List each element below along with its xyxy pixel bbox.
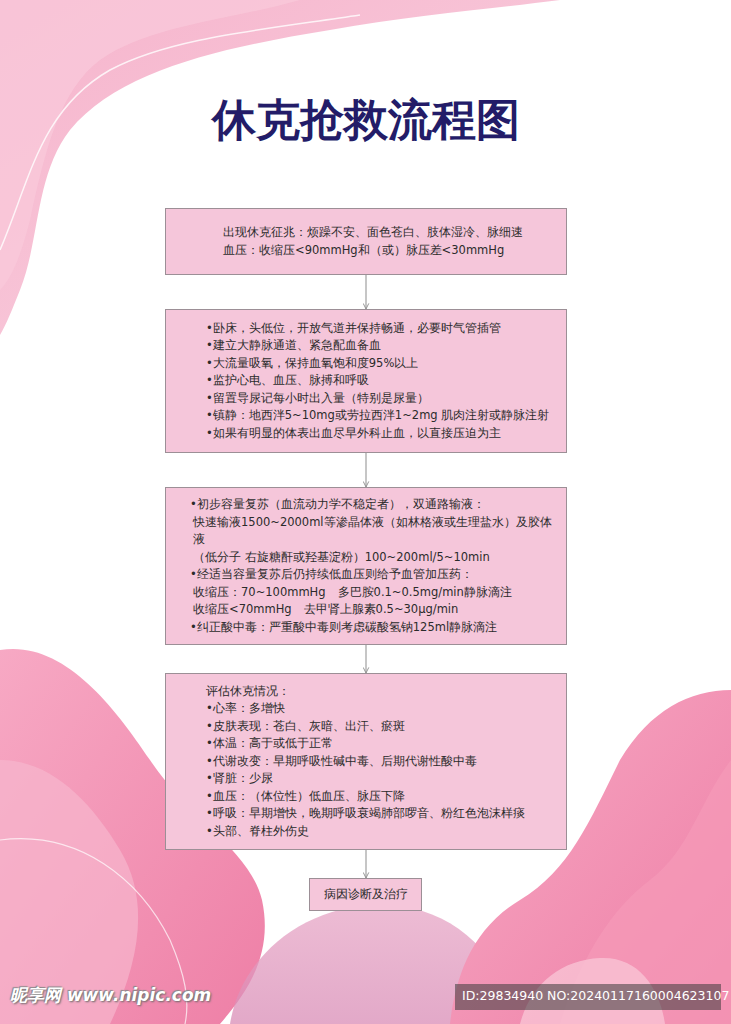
bottom-left-light [0, 760, 138, 1024]
box-text: •如果有明显的体表出血尽早外科止血，以直接压迫为主 [206, 425, 558, 443]
box-text: •纠正酸中毒：严重酸中毒则考虑碳酸氢钠125ml静脉滴注 [190, 619, 560, 637]
box-text: 评估休克情况： [206, 683, 558, 701]
flow-arrow [366, 645, 367, 673]
box-text: 收缩压：70~100mmHg 多巴胺0.1~0.5mg/min静脉滴注 [190, 584, 560, 602]
watermark: 昵享网 www.nipic.com [10, 984, 211, 1007]
process-box: 评估休克情况：•心率：多增快•皮肤表现：苍白、灰暗、出汗、瘀斑•体温：高于或低于… [165, 673, 567, 850]
box-text: •肾脏：少尿 [206, 770, 558, 788]
box-text: （低分子 右旋糖酐或羟基淀粉）100~200ml/5~10min [190, 549, 560, 567]
box-text: •大流量吸氧，保持血氧饱和度95%以上 [206, 355, 558, 373]
box-text: •代谢改变：早期呼吸性碱中毒、后期代谢性酸中毒 [206, 753, 558, 771]
box-text: •初步容量复苏（血流动力学不稳定者），双通路输液： [190, 496, 560, 514]
box-text: •经适当容量复苏后仍持续低血压则给予血管加压药： [190, 566, 560, 584]
box-text: 快速输液1500~2000ml等渗晶体液（如林格液或生理盐水）及胶体液 [190, 514, 560, 549]
watermark: ID:29834940 NO:20240117160004623107 [462, 988, 729, 1003]
process-box: •卧床，头低位，开放气道并保持畅通，必要时气管插管•建立大静脉通道、紧急配血备血… [165, 309, 567, 453]
box-text: •卧床，头低位，开放气道并保持畅通，必要时气管插管 [206, 320, 558, 338]
result-box: 病因诊断及治疗 [309, 878, 422, 911]
box-text: •血压：（体位性）低血压、脉压下降 [206, 788, 558, 806]
box-text: •建立大静脉通道、紧急配血备血 [206, 337, 558, 355]
box-text: •头部、脊柱外伤史 [206, 823, 558, 841]
box-text: •心率：多增快 [206, 700, 558, 718]
box-text: •镇静：地西泮5~10mg或劳拉西泮1~2mg 肌肉注射或静脉注射 [206, 407, 558, 425]
box-text: 病因诊断及治疗 [314, 886, 417, 904]
top-blob [0, 0, 560, 335]
box-text: •留置导尿记每小时出入量（特别是尿量） [206, 390, 558, 408]
box-text: •体温：高于或低于正常 [206, 735, 558, 753]
box-text: •呼吸：早期增快，晚期呼吸衰竭肺部啰音、粉红色泡沫样痰 [206, 805, 558, 823]
box-text: •皮肤表现：苍白、灰暗、出汗、瘀斑 [206, 718, 558, 736]
box-text: 血压：收缩压<90mmHg和（或）脉压差<30mmHg [223, 242, 558, 260]
title: 休克抢救流程图 [0, 92, 731, 148]
box-text: •监护心电、血压、脉搏和呼吸 [206, 372, 558, 390]
process-box: •初步容量复苏（血流动力学不稳定者），双通路输液：快速输液1500~2000ml… [165, 487, 567, 645]
flow-arrow [366, 453, 367, 487]
box-text: 出现休克征兆：烦躁不安、面色苍白、肢体湿冷、脉细速 [223, 224, 558, 242]
flow-arrow [366, 850, 367, 878]
box-text: 收缩压<70mmHg 去甲肾上腺素0.5~30μg/min [190, 601, 560, 619]
flow-arrow [366, 275, 367, 309]
process-box: 出现休克征兆：烦躁不安、面色苍白、肢体湿冷、脉细速血压：收缩压<90mmHg和（… [165, 208, 567, 275]
